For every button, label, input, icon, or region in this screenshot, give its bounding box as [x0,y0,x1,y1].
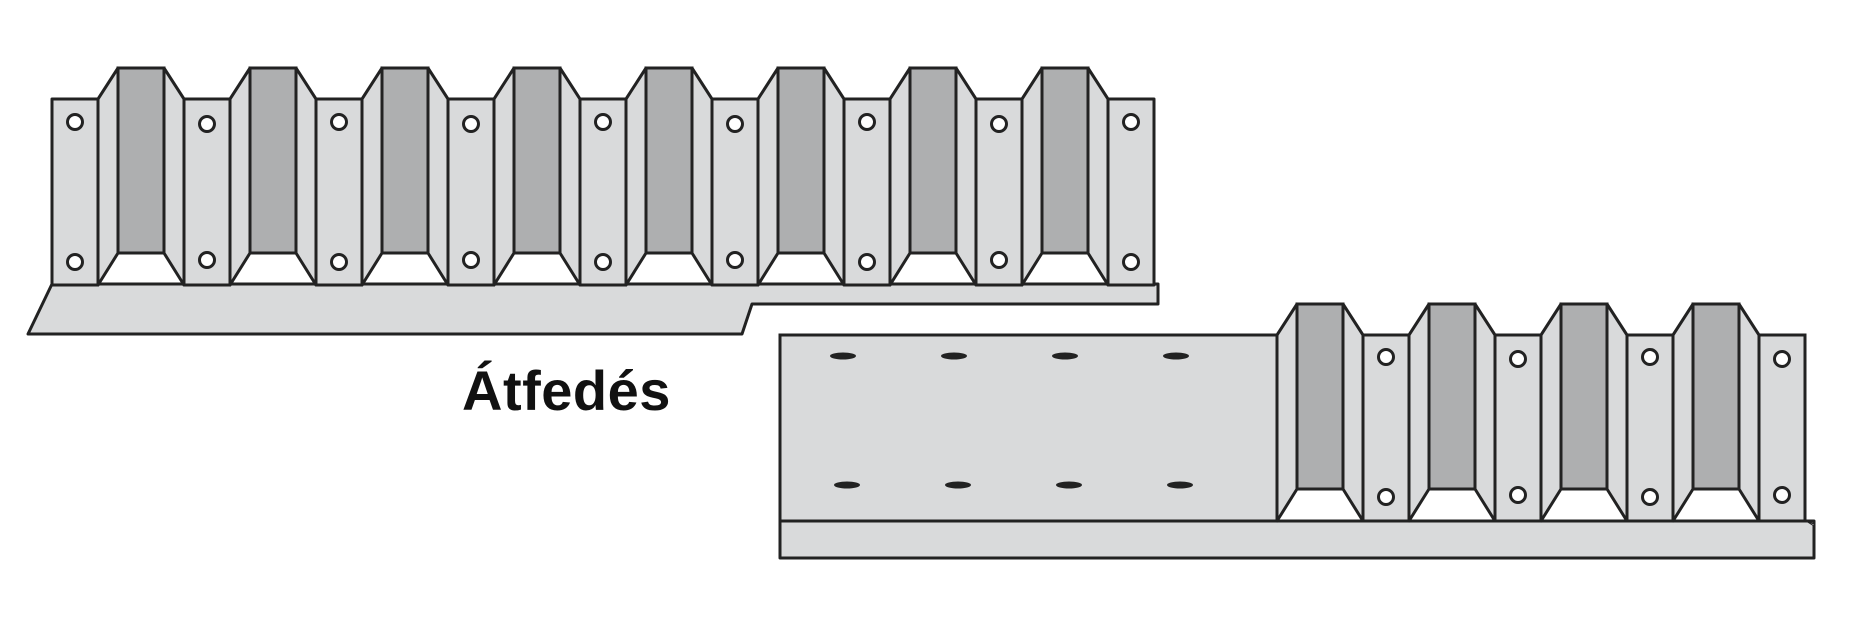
fastener-slot [834,481,860,489]
lower-sheet [778,302,1816,560]
fastener-hole [330,113,348,131]
fastener-slot [1052,352,1078,360]
rib-web [558,66,582,287]
rib-web [360,66,384,287]
rib-web [1020,66,1044,287]
rib-top [908,66,958,255]
fastener-hole [1122,113,1140,131]
fastener-hole [1773,350,1791,368]
rib-web [96,66,120,287]
rib-web [1671,302,1695,523]
fastener-hole [198,115,216,133]
upper-sheet [26,66,1160,336]
fastener-hole [726,251,744,269]
fastener-hole [198,251,216,269]
base-strip [778,519,1816,560]
rib-top [1295,302,1345,491]
rib-web [1275,302,1299,523]
fastener-slot [1167,481,1193,489]
fastener-hole [1377,488,1395,506]
base-strip [26,282,1160,336]
rib-web [1605,302,1629,523]
fastener-hole [1509,350,1527,368]
rib-web [1341,302,1365,523]
fastener-hole [66,253,84,271]
fastener-hole [990,251,1008,269]
rib-web [1737,302,1761,523]
rib-top [380,66,430,255]
fastener-hole [858,113,876,131]
fastener-hole [462,115,480,133]
fastener-hole [990,115,1008,133]
rib-web [1539,302,1563,523]
rib-top [776,66,826,255]
fastener-slot [941,352,967,360]
fastener-hole [1377,348,1395,366]
base-strip-edge [1805,520,1815,527]
rib-web [1407,302,1431,523]
rib-top [1559,302,1609,491]
fastener-hole [858,253,876,271]
fastener-hole [1641,488,1659,506]
rib-web [228,66,252,287]
pan-panel [1757,333,1807,523]
rib-web [624,66,648,287]
fastener-slot [1056,481,1082,489]
rib-web [822,66,846,287]
rib-web [294,66,318,287]
overlap-zone [778,333,1279,523]
fastener-slot [1163,352,1189,360]
pan-panel [578,97,628,287]
fastener-hole [1773,486,1791,504]
fastener-hole [1641,348,1659,366]
rib-web [756,66,780,287]
rib-web [690,66,714,287]
rib-web [1473,302,1497,523]
fastener-hole [1122,253,1140,271]
rib-top [1040,66,1090,255]
rib-top [644,66,694,255]
rib-top [512,66,562,255]
fastener-hole [462,251,480,269]
rib-web [1086,66,1110,287]
fastener-hole [594,113,612,131]
rib-top [248,66,298,255]
rib-top [1691,302,1741,491]
rib-top [1427,302,1477,491]
rib-web [888,66,912,287]
rib-web [954,66,978,287]
fastener-hole [726,115,744,133]
fastener-hole [1509,486,1527,504]
fastener-hole [594,253,612,271]
fastener-slot [830,352,856,360]
rib-web [492,66,516,287]
fastener-slot [945,481,971,489]
overlap-label: Átfedés [462,359,671,422]
fastener-hole [66,113,84,131]
rib-web [426,66,450,287]
rib-web [162,66,186,287]
rib-top [116,66,166,255]
fastener-hole [330,253,348,271]
